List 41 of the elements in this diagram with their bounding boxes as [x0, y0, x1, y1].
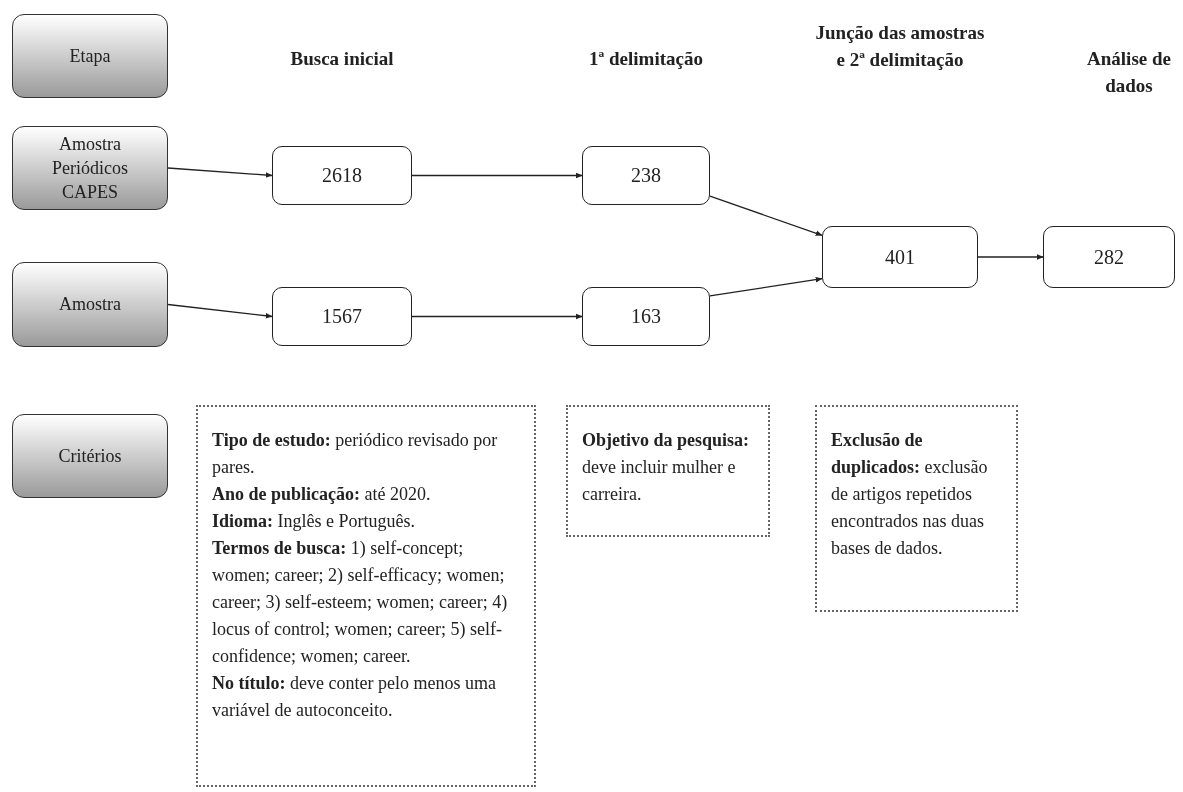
- criteria-box: [815, 405, 1018, 612]
- criteria-text: Exclusão de duplicados: exclusão de artigos repetidos encontrados nas duas bases de dados.: [831, 429, 989, 560]
- arrow: [977, 254, 1044, 260]
- count-value: 238: [631, 164, 661, 187]
- arrow: [167, 303, 273, 319]
- stage-box: [12, 262, 168, 347]
- count-value: 163: [631, 305, 661, 328]
- count-value: 2618: [322, 164, 362, 187]
- column-heading: Busca inicial: [289, 47, 395, 71]
- criteria-text: No título: deve conter pelo menos uma variável de autoconceito.: [212, 672, 497, 722]
- arrow: [709, 276, 823, 297]
- column-heading: Junção das amostras e 2ª delimitação: [815, 21, 985, 72]
- count-box: [1043, 226, 1175, 288]
- count-value: 401: [885, 245, 915, 269]
- count-box: [272, 287, 412, 346]
- stage-box: [12, 126, 168, 210]
- stage-label: Critérios: [58, 444, 122, 468]
- arrow: [167, 167, 273, 178]
- criteria-text: Ano de publicação: até 2020.: [212, 483, 432, 506]
- count-box: [582, 146, 710, 205]
- arrow: [709, 195, 823, 236]
- count-box: [822, 226, 978, 288]
- criteria-box: [196, 405, 536, 787]
- column-heading: 1ª delimitação: [588, 47, 704, 71]
- stage-label: Etapa: [69, 44, 111, 68]
- stage-label: Amostra Periódicos CAPES: [51, 132, 129, 205]
- column-heading: Análise de dados: [1086, 47, 1172, 98]
- arrow: [411, 172, 583, 179]
- criteria-text: Objetivo da pesquisa: deve incluir mulher e carreira.: [582, 429, 751, 506]
- stage-box: [12, 414, 168, 498]
- criteria-text: Tipo de estudo: periódico revisado por pares.: [212, 429, 499, 479]
- criteria-box: [566, 405, 770, 537]
- criteria-text: Idioma: Inglês e Português.: [212, 510, 416, 533]
- criteria-text: Termos de busca: 1) self-concept; women; career; 2) self-efficacy; women; career; 3) self-esteem; women; career; 4) locus of control; women; career; 5) self-confidence; women; career.: [212, 537, 509, 668]
- count-value: 282: [1094, 245, 1124, 269]
- count-value: 1567: [322, 305, 362, 328]
- stage-label: Amostra: [59, 293, 121, 317]
- arrow: [411, 313, 583, 320]
- count-box: [582, 287, 710, 346]
- count-box: [272, 146, 412, 205]
- stage-box: [12, 14, 168, 98]
